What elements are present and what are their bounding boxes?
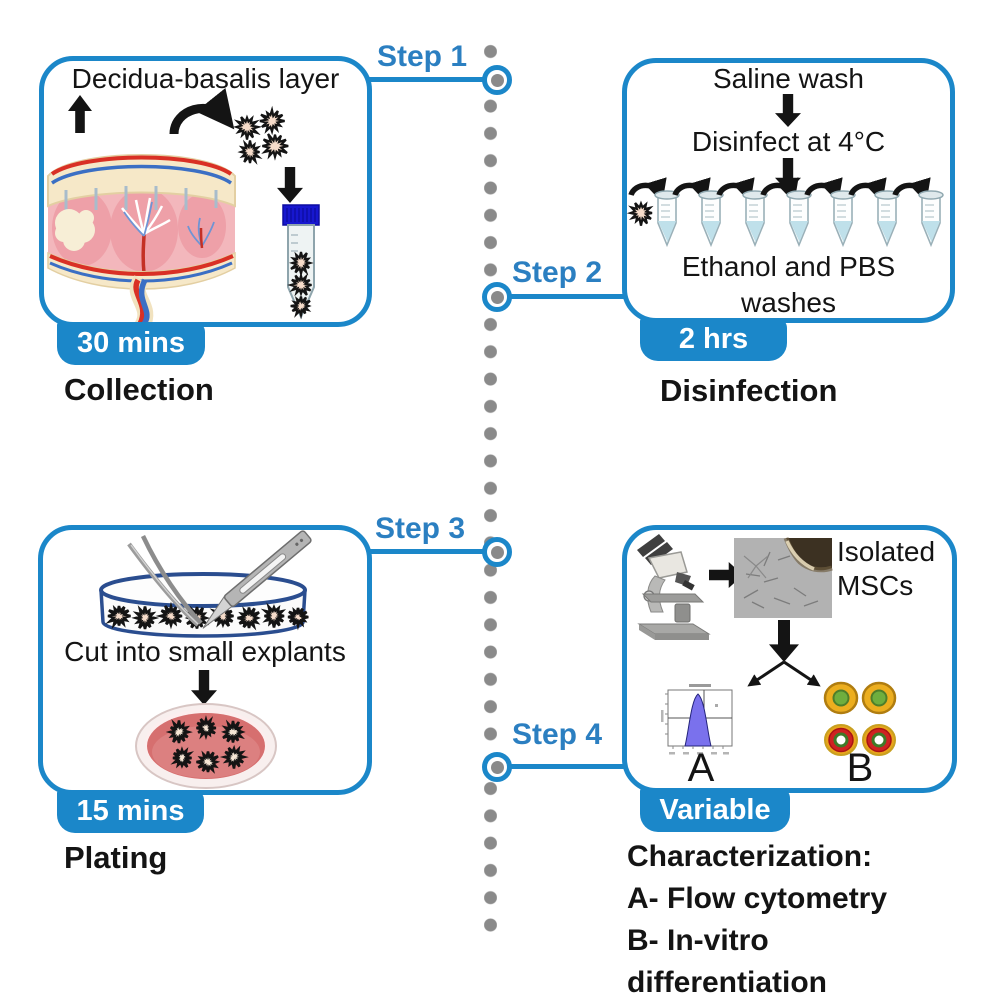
- down-arrow-icon: [769, 620, 799, 662]
- panel2-text-disinfect: Disinfect at 4°C: [691, 126, 886, 157]
- panel-plating: Cut into small explants: [38, 525, 372, 795]
- panel4-caption-line1: Characterization:: [627, 840, 873, 873]
- down-arrow-icon: [775, 94, 801, 127]
- step2-label: Step 2: [512, 256, 603, 289]
- panel2-text-washes: washes: [741, 287, 836, 318]
- placenta-illustration: [47, 154, 236, 331]
- falcon-tube-icon: [282, 204, 320, 320]
- panel2-caption: Disinfection: [660, 373, 838, 408]
- panel2-text-ethanol: Ethanol and PBS: [681, 251, 896, 282]
- down-arrow-icon: [191, 670, 217, 705]
- step4-connector-line: [505, 764, 625, 769]
- panel-disinfection: Saline wash Disinfect at 4°C Ethanol and…: [622, 58, 955, 323]
- cells-cluster-icon: [233, 105, 289, 165]
- panel4-caption-line4: differentiation: [627, 966, 827, 996]
- split-arrows-icon: [747, 660, 821, 687]
- step3-connector-line: [368, 549, 488, 554]
- dish-with-tools-icon: [99, 530, 312, 638]
- differentiation-label-b: B: [846, 746, 874, 790]
- step1-node-circle: [482, 65, 512, 95]
- panel4-caption-line3: B- In-vitro: [627, 924, 769, 957]
- panel2-duration-badge: 2 hrs: [640, 318, 787, 361]
- step4-label: Step 4: [512, 718, 603, 751]
- panel3-text-cut: Cut into small explants: [64, 636, 346, 667]
- step1-label: Step 1: [377, 40, 468, 73]
- curved-arrow-icon: [169, 88, 235, 135]
- panel1-caption: Collection: [64, 372, 214, 407]
- step2-node-circle: [482, 282, 512, 312]
- microscope-icon: [637, 534, 711, 640]
- petri-dish-top-icon: [135, 703, 277, 789]
- flow-plot-label-a: A: [687, 746, 715, 790]
- step3-label: Step 3: [375, 512, 466, 545]
- panel1-duration-badge: 30 mins: [57, 322, 205, 365]
- step4-node-circle: [482, 752, 512, 782]
- flow-cytometry-plot: [661, 684, 733, 755]
- panel1-title: Decidua-basalis layer: [71, 63, 340, 94]
- timeline-dotted-line: [484, 44, 497, 944]
- panel4-caption-line2: A- Flow cytometry: [627, 882, 888, 915]
- wash-tubes-row-icon: [626, 177, 944, 248]
- panel4-text-isolated: Isolated: [837, 536, 936, 567]
- panel2-text-saline: Saline wash: [713, 63, 864, 94]
- step3-node-circle: [482, 537, 512, 567]
- differentiation-cells-icon: [823, 681, 897, 756]
- msc-micrograph-image: [734, 537, 833, 618]
- panel4-duration-badge: Variable: [640, 788, 790, 832]
- step1-connector-line: [368, 77, 488, 82]
- scalpel-icon: [202, 530, 312, 629]
- panel4-text-mscs: MSCs: [837, 570, 914, 601]
- panel-collection: Decidua-basalis layer: [39, 56, 372, 331]
- panel4-caption: Characterization: A- Flow cytometry B- I…: [627, 836, 887, 996]
- step2-connector-line: [505, 294, 625, 299]
- panel3-duration-badge: 15 mins: [57, 790, 204, 833]
- panel3-caption: Plating: [64, 840, 168, 875]
- panel-characterization: Isolated MSCs A: [622, 525, 957, 793]
